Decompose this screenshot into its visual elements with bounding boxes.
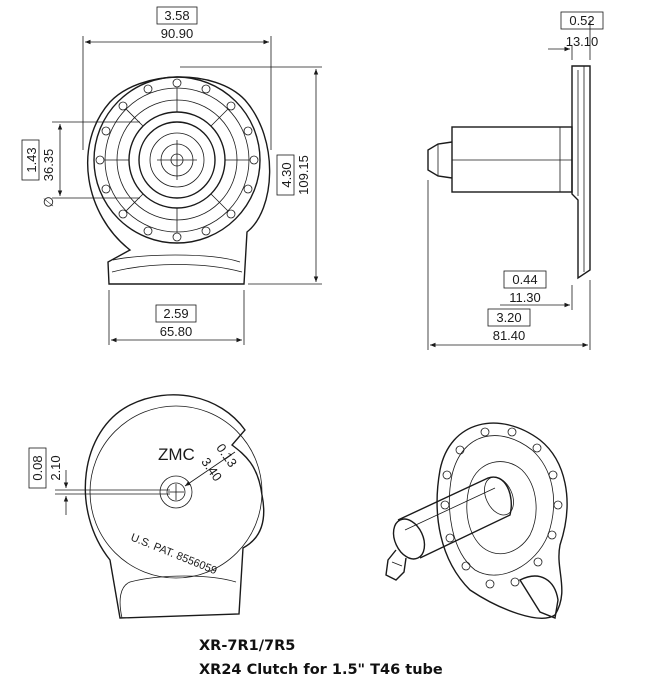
bore-dia-in: 1.43 (24, 147, 39, 172)
isometric-view (385, 422, 568, 619)
depth-in: 3.20 (496, 310, 521, 325)
depth-mm: 81.40 (493, 328, 526, 343)
height-mm: 109.15 (296, 155, 311, 195)
caption-description: XR24 Clutch for 1.5" T46 tube (199, 662, 443, 678)
flange-mm: 13.10 (566, 34, 599, 49)
front-view (52, 36, 322, 345)
patent-label: U.S. PAT. 8556059 (129, 532, 219, 578)
caption-model: XR-7R1/7R5 (199, 638, 296, 654)
back-view (55, 394, 265, 619)
offset-mm: 2.10 (48, 455, 63, 480)
height-in: 4.30 (279, 162, 294, 187)
flange-in: 0.52 (569, 13, 594, 28)
plate-mm: 11.30 (509, 290, 541, 305)
brand-label: ZMC (158, 445, 195, 464)
side-view (427, 20, 591, 350)
base-width-in: 2.59 (163, 306, 188, 321)
plate-in: 0.44 (512, 272, 537, 287)
bore-dia-mm: 36.35 (41, 149, 56, 182)
base-width-mm: 65.80 (160, 324, 193, 339)
top-width-mm: 90.90 (161, 26, 194, 41)
diameter-symbol: ∅ (41, 196, 56, 207)
top-width-in: 3.58 (164, 8, 189, 23)
offset-in: 0.08 (30, 455, 45, 480)
